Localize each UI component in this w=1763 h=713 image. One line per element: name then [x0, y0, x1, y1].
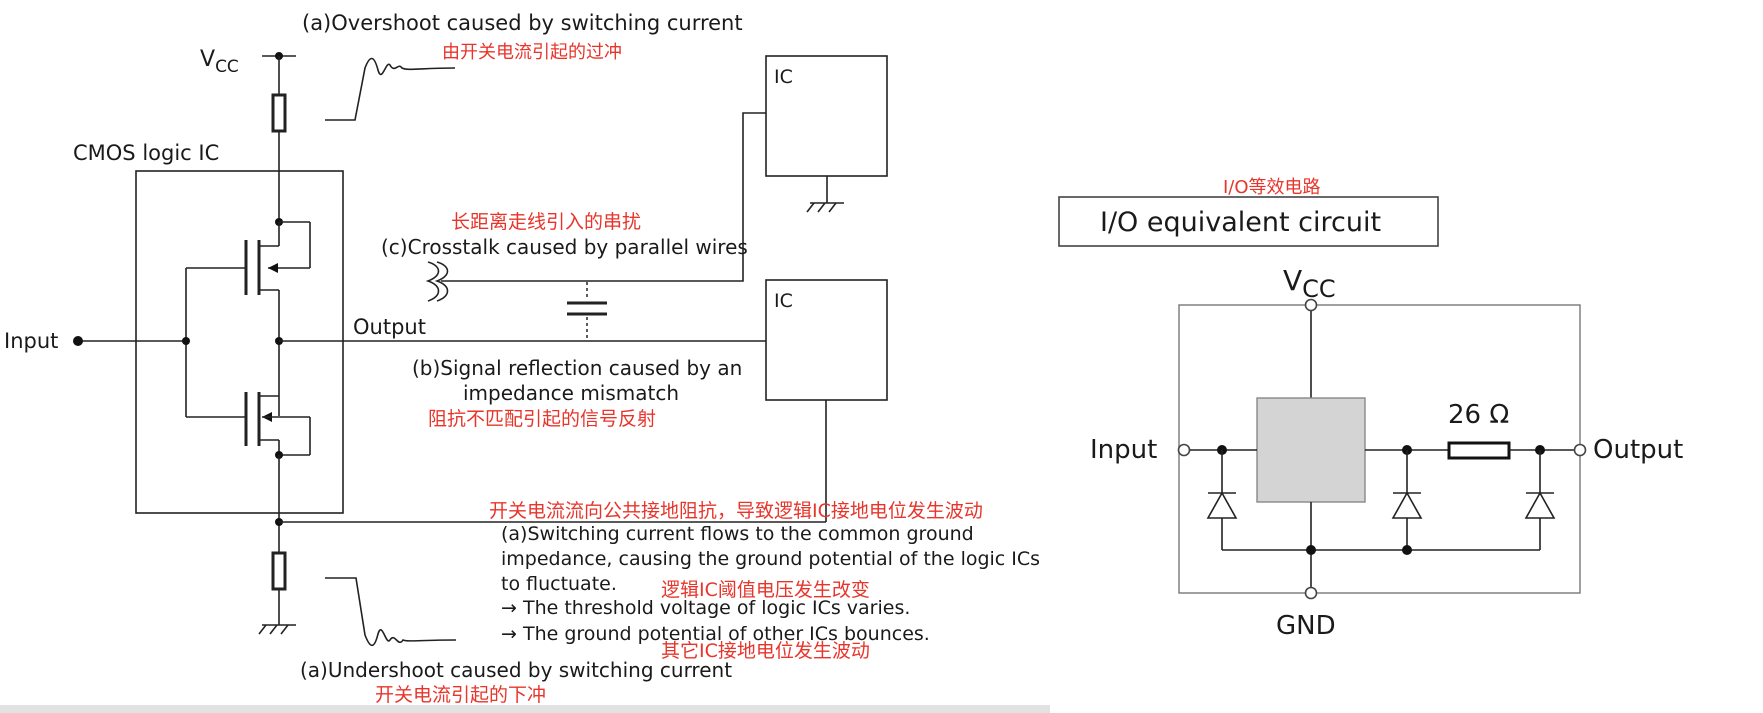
crosstalk-wire [441, 112, 766, 282]
io-gnd-label: GND [1276, 611, 1336, 641]
io-ground-node-center [1306, 545, 1316, 555]
cmos-logic-ic-box [135, 170, 344, 514]
io-diode-output [1524, 450, 1556, 550]
output-label: Output [353, 315, 426, 339]
overshoot-cn: 由开关电流引起的过冲 [442, 42, 622, 63]
reflection-cn: 阻抗不匹配引起的信号反射 [428, 408, 656, 430]
right-io-equivalent-circuit: I/O等效电路 I/O equivalent circuit VCC GND I… [1058, 177, 1683, 641]
overshoot-waveform [325, 57, 456, 121]
io-diode-core [1391, 450, 1423, 550]
ic-top-label: IC [774, 66, 793, 88]
io-input-label: Input [1090, 435, 1157, 465]
reflection-text-1: (b)Signal reflection caused by an [412, 356, 742, 380]
ground-symbol-ic-top [806, 202, 844, 213]
overshoot-text: (a)Overshoot caused by switching current [302, 11, 743, 35]
io-input-terminal [1177, 443, 1191, 457]
bounce-cn: 其它IC接地电位发生波动 [661, 640, 870, 662]
io-title: I/O equivalent circuit [1100, 207, 1381, 238]
io-core-block [1256, 397, 1366, 503]
input-label: Input [4, 329, 58, 353]
pmos-arrow [268, 263, 278, 273]
ground-text-1: (a)Switching current flows to the common… [501, 523, 974, 545]
ground-text-3: to fluctuate. [501, 573, 617, 595]
io-resistor-label: 26 Ω [1448, 400, 1509, 430]
io-output-terminal [1573, 443, 1587, 457]
left-circuit-diagram: VCC CMOS logic IC Input Output [4, 11, 1040, 706]
undershoot-waveform [325, 577, 457, 647]
io-output-label: Output [1593, 435, 1683, 465]
input-node [73, 336, 83, 346]
crosstalk-break-mark-1 [425, 261, 440, 302]
gate-junction [182, 337, 190, 345]
ground-symbol-left [258, 624, 296, 635]
io-gnd-terminal [1304, 586, 1318, 600]
io-resistor [1447, 441, 1511, 460]
crosstalk-cn: 长距离走线引入的串扰 [451, 211, 641, 233]
ic-bottom-label: IC [774, 290, 793, 312]
io-title-cn: I/O等效电路 [1223, 177, 1321, 198]
vcc-resistor [271, 93, 287, 133]
ground-text-2: impedance, causing the ground potential … [501, 548, 1040, 570]
io-vcc-label: VCC [1283, 264, 1336, 303]
bounce-text: → The ground potential of other ICs boun… [501, 623, 930, 645]
ground-resistor [271, 551, 287, 591]
reflection-text-2: impedance mismatch [463, 381, 679, 405]
threshold-cn: 逻辑IC阈值电压发生改变 [661, 579, 870, 601]
io-title-box [1058, 196, 1439, 247]
crosstalk-text: (c)Crosstalk caused by parallel wires [381, 235, 748, 259]
cmos-label: CMOS logic IC [73, 141, 219, 165]
io-ground-node-right [1402, 545, 1412, 555]
undershoot-cn: 开关电流引起的下冲 [375, 684, 546, 706]
bottom-strip [0, 705, 1050, 713]
ground-cn: 开关电流流向公共接地阻抗，导致逻辑IC接地电位发生波动 [489, 500, 983, 522]
io-vcc-terminal [1304, 298, 1318, 312]
undershoot-text: (a)Undershoot caused by switching curren… [300, 658, 732, 682]
threshold-text: → The threshold voltage of logic ICs var… [501, 597, 910, 619]
vcc-label: VCC [200, 47, 239, 77]
io-diode-input [1206, 450, 1238, 550]
crosstalk-break-mark-2 [434, 261, 449, 302]
